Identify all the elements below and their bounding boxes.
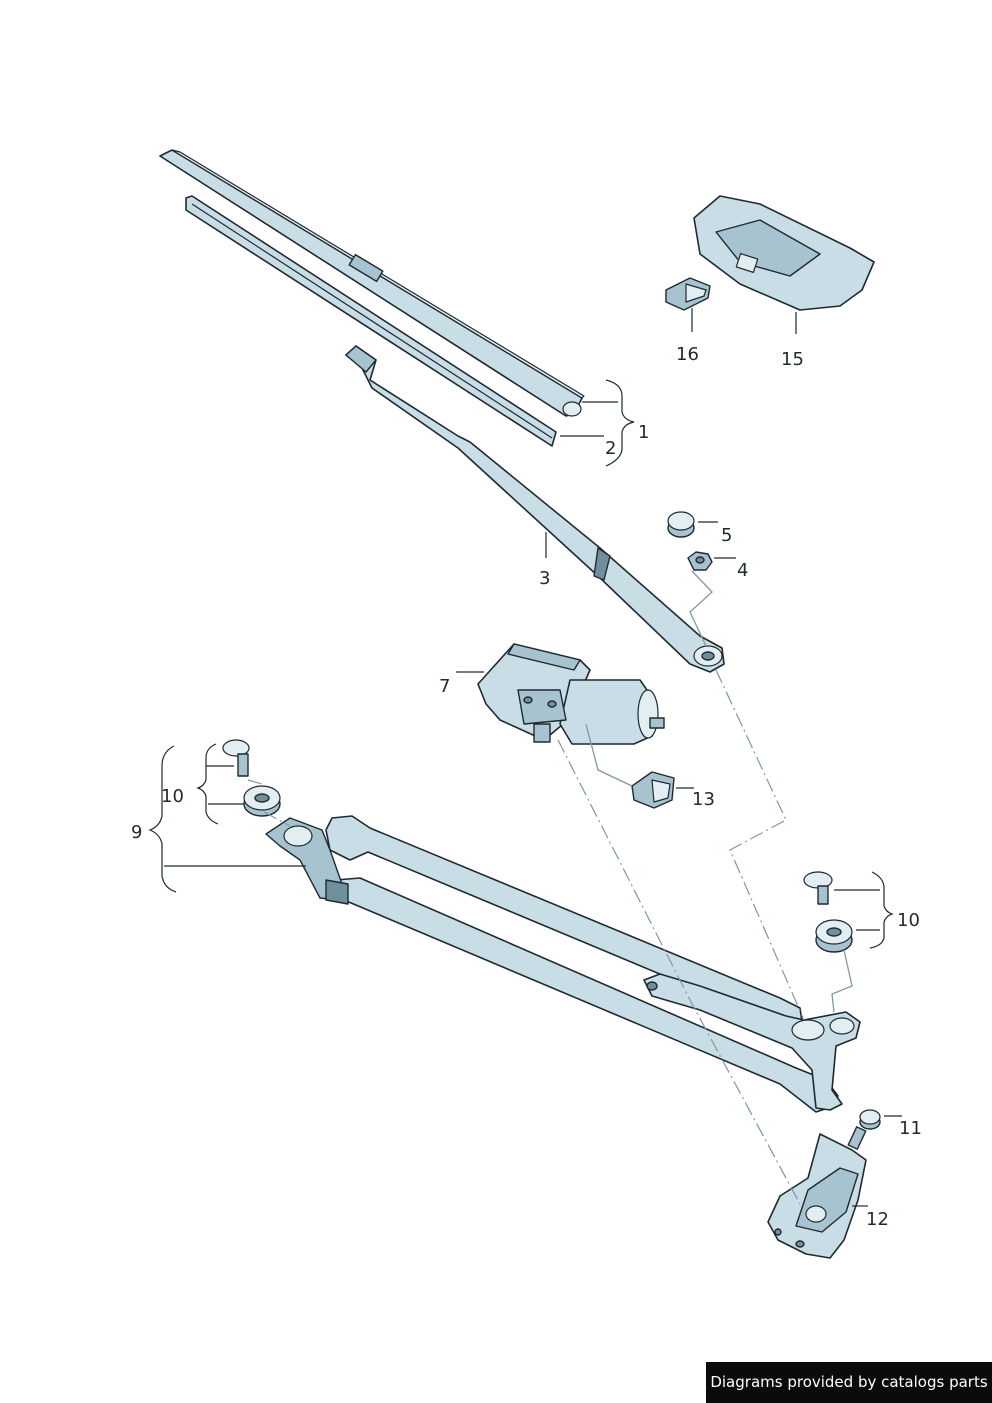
callout-5: 5 [721,525,732,546]
hex-nut [687,551,713,571]
callouts: 1 2 3 4 5 7 9 10 10 11 12 13 15 16 [131,344,922,1230]
wiper-blade [159,149,585,417]
grommet [859,1109,881,1130]
callout-15: 15 [781,349,804,370]
mounting-bracket [767,1126,867,1259]
wiper-arm [345,345,725,673]
wiper-rubber-insert [185,195,557,447]
sensor-plug [665,277,711,311]
bushing-right [815,919,853,953]
callout-1: 1 [638,422,649,443]
wiper-linkage [265,815,861,1113]
bolt-right [803,871,833,905]
cap [667,511,695,538]
footer-credit: Diagrams provided by catalogs parts [706,1362,992,1403]
sensor-housing [693,195,875,311]
bolt-left [222,739,250,777]
leader-lines [148,308,902,1207]
callout-10-right: 10 [897,910,920,931]
callout-7: 7 [439,676,450,697]
callout-2: 2 [605,438,616,459]
callout-12: 12 [866,1209,889,1230]
connector [631,771,675,809]
wiper-motor [477,643,665,745]
callout-16: 16 [676,344,699,365]
callout-10-left: 10 [161,786,184,807]
bushing-left [243,785,281,817]
assembly-guides [247,570,853,1205]
callout-3: 3 [539,568,550,589]
callout-9: 9 [131,822,142,843]
callout-13: 13 [692,789,715,810]
callout-11: 11 [899,1118,922,1139]
callout-4: 4 [737,560,748,581]
